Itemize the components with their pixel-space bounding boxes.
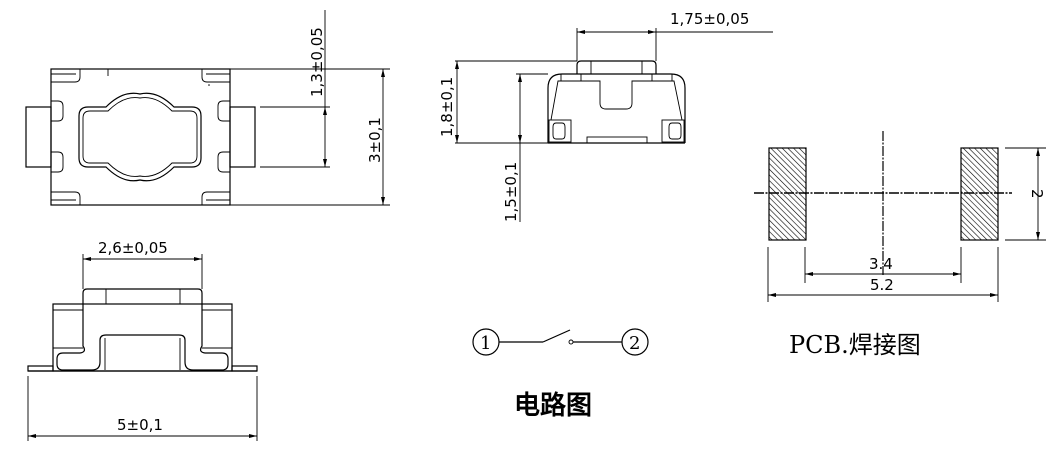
circuit-title: 电路图 [514, 390, 592, 421]
front-view: 2,6±0,05 5±0,1 [27, 239, 258, 441]
pcb-layout: 2 3.4 5.2 PCB.焊接图 [754, 131, 1046, 359]
pcb-pad-left [768, 147, 807, 241]
dim-actuator-depth: 1,75±0,05 [670, 10, 749, 28]
pin1-label: 1 [480, 333, 491, 354]
dim-body-height-top: 3±0,1 [366, 117, 384, 163]
dim-total-width: 5±0,1 [117, 416, 163, 434]
dim-outer-spacing: 5.2 [870, 276, 894, 294]
dim-pad-height: 2 [1028, 189, 1046, 199]
dim-inner-spacing: 3.4 [869, 255, 893, 273]
dim-actuator-width: 2,6±0,05 [98, 239, 168, 257]
pin2-circle [621, 328, 649, 356]
dim-total-height: 1,8±0,1 [438, 77, 456, 137]
circuit-diagram: 1 2 电路图 [472, 328, 649, 421]
top-view: 1,3±0,05 3±0,1 [25, 10, 390, 206]
pin2-label: 2 [629, 333, 640, 354]
pcb-pad-right [960, 147, 999, 241]
dim-terminal-width: 1,3±0,05 [308, 27, 326, 97]
dim-body-height-side: 1,5±0,1 [502, 162, 520, 222]
pcb-layout-title: PCB.焊接图 [789, 331, 921, 359]
side-view: 1,75±0,05 1,8±0,1 1,5±0,1 [438, 10, 773, 222]
